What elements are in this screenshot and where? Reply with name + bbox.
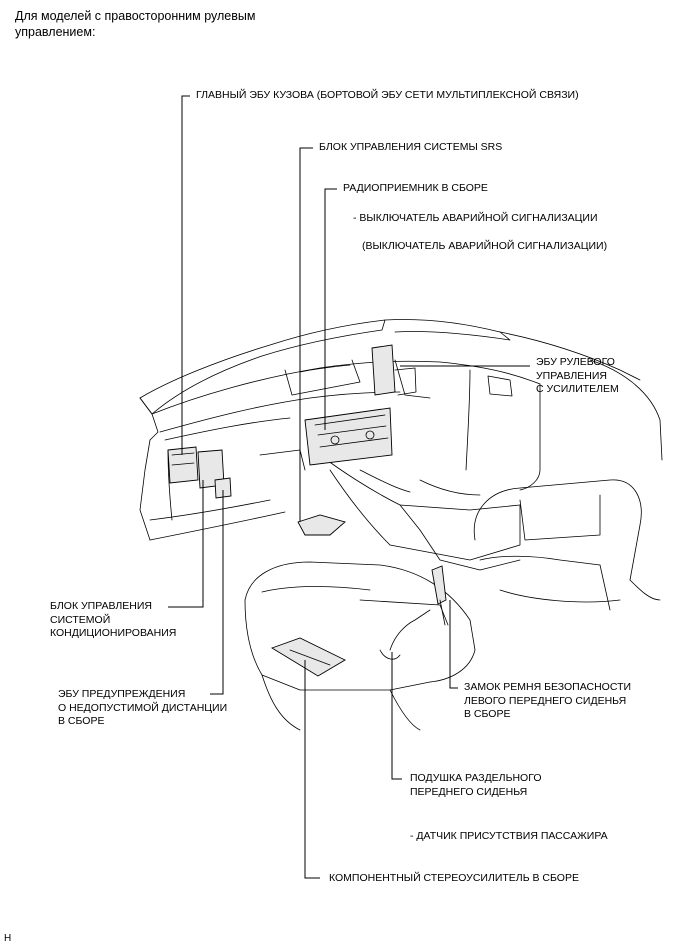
dashboard-outline	[139, 319, 663, 541]
srs-unit-part	[297, 514, 346, 536]
label-seat-cushion: ПОДУШКА РАЗДЕЛЬНОГО ПЕРЕДНЕГО СИДЕНЬЯ	[410, 772, 542, 798]
label-main-body-ecu: ГЛАВНЫЙ ЭБУ КУЗОВА (БОРТОВОЙ ЭБУ СЕТИ МУ…	[196, 89, 579, 101]
corner-mark: H	[4, 933, 12, 944]
body-ecu-part	[167, 446, 199, 484]
label-srs-unit: БЛОК УПРАВЛЕНИЯ СИСТЕМЫ SRS	[319, 141, 503, 153]
label-eps-ecu: ЭБУ РУЛЕВОГО УПРАВЛЕНИЯ С УСИЛИТЕЛЕМ	[536, 356, 619, 395]
label-hazard-switch: - ВЫКЛЮЧАТЕЛЬ АВАРИЙНОЙ СИГНАЛИЗАЦИИ	[353, 212, 598, 224]
label-occupant-sensor: - ДАТЧИК ПРИСУТСТВИЯ ПАССАЖИРА	[410, 830, 608, 842]
seatbelt-buckle-part	[431, 565, 447, 626]
distance-ecu-part	[214, 477, 232, 499]
radio-part	[304, 407, 393, 466]
label-distance-ecu: ЭБУ ПРЕДУПРЕЖДЕНИЯ О НЕДОПУСТИМОЙ ДИСТАН…	[58, 688, 228, 727]
center-console	[319, 454, 521, 571]
label-hazard-switch-alt: (ВЫКЛЮЧАТЕЛЬ АВАРИЙНОЙ СИГНАЛИЗАЦИИ)	[362, 240, 608, 252]
front-seat-outline	[244, 561, 476, 731]
amplifier-part	[270, 637, 346, 677]
eps-ecu-part	[371, 344, 417, 396]
label-amplifier: КОМПОНЕНТНЫЙ СТЕРЕОУСИЛИТЕЛЬ В СБОРЕ	[329, 872, 579, 884]
label-radio: РАДИОПРИЕМНИК В СБОРЕ	[343, 182, 488, 194]
occupant-sensor-wire	[379, 609, 431, 660]
page-header: Для моделей с правосторонним рулевым упр…	[15, 9, 256, 39]
label-ac-unit: БЛОК УПРАВЛЕНИЯ СИСТЕМОЙ КОНДИЦИОНИРОВАН…	[50, 600, 177, 639]
label-seatbelt-buckle: ЗАМОК РЕМНЯ БЕЗОПАСНОСТИ ЛЕВОГО ПЕРЕДНЕГ…	[464, 681, 632, 720]
leader-lines	[168, 95, 530, 879]
right-seat-outline	[473, 479, 661, 611]
